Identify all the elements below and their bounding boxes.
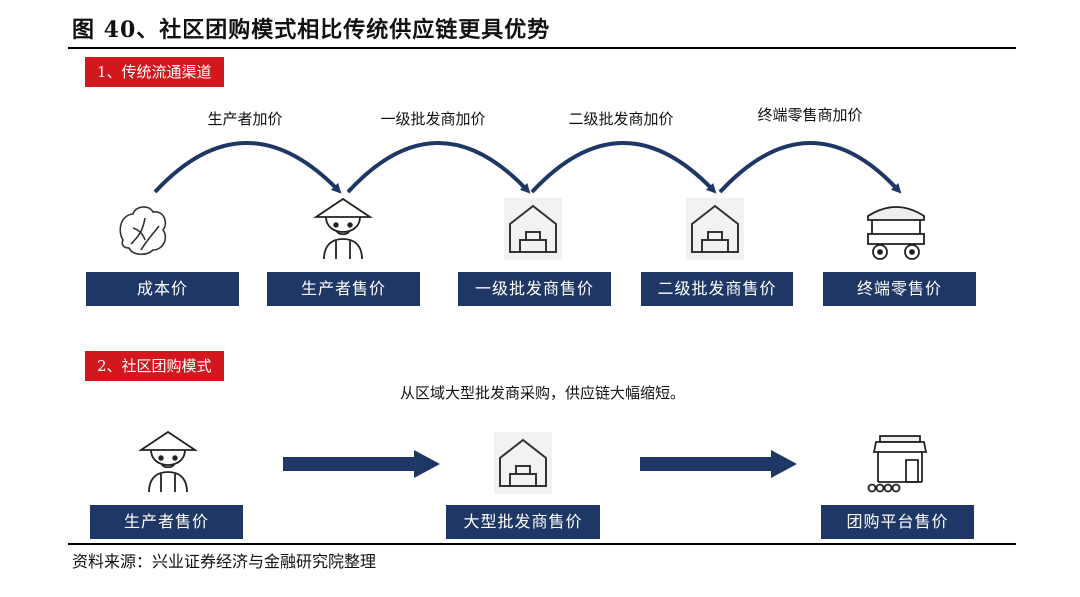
price-box-wholesaler1: 一级批发商售价 xyxy=(458,272,611,306)
food-cart-icon xyxy=(867,206,925,260)
price-box-wholesaler2: 二级批发商售价 xyxy=(641,272,793,306)
farmer-icon xyxy=(313,197,373,260)
source-note: 资料来源：兴业证券经济与金融研究院整理 xyxy=(72,552,377,571)
farmer-icon xyxy=(138,430,198,493)
arc-arrow-1 xyxy=(153,141,342,194)
arc-arrow-3 xyxy=(530,141,717,194)
price-box-group-platform: 团购平台售价 xyxy=(821,505,974,539)
price-box-retail: 终端零售价 xyxy=(823,272,976,306)
warehouse-icon xyxy=(686,198,744,260)
section2-tag: 2、社区团购模式 xyxy=(85,351,224,381)
arc-label-wholesaler1: 一级批发商加价 xyxy=(380,110,486,128)
warehouse-icon xyxy=(504,198,562,260)
price-box-producer: 生产者售价 xyxy=(267,272,420,306)
warehouse-icon xyxy=(494,432,552,494)
arc-label-producer: 生产者加价 xyxy=(207,110,283,128)
price-box-large-wholesaler: 大型批发商售价 xyxy=(446,505,600,539)
price-box-producer-2: 生产者售价 xyxy=(90,505,243,539)
price-box-cost: 成本价 xyxy=(86,272,239,306)
cabbage-icon xyxy=(119,206,167,256)
arc-label-wholesaler2: 二级批发商加价 xyxy=(568,110,674,128)
section2-note: 从区域大型批发商采购，供应链大幅缩短。 xyxy=(400,384,686,402)
straight-arrow-1 xyxy=(283,450,440,478)
arc-label-retailer: 终端零售商加价 xyxy=(757,106,863,124)
arc-arrow-4 xyxy=(718,141,902,194)
storefront-icon xyxy=(867,435,928,493)
section1-tag: 1、传统流通渠道 xyxy=(85,57,224,87)
top-rule xyxy=(68,47,1016,49)
figure-title: 图 40、社区团购模式相比传统供应链更具优势 xyxy=(72,17,551,43)
straight-arrow-2 xyxy=(640,450,797,478)
bottom-rule xyxy=(68,543,1016,545)
arc-arrow-2 xyxy=(346,141,531,194)
